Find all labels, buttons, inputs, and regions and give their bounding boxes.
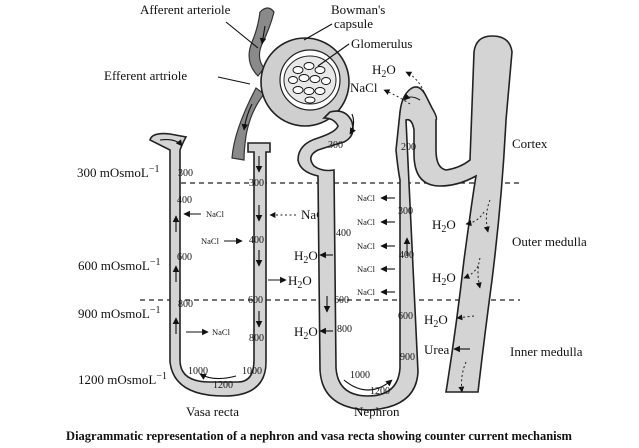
figure-caption: Diagrammatic representation of a nephron…: [66, 429, 572, 443]
vasa-value: 300: [178, 168, 193, 179]
nacl-transport-group: NaCl NaCl NaCl NaCl NaCl: [357, 193, 395, 297]
vasa-value: 800: [249, 333, 264, 344]
vasa-value: 600: [248, 295, 263, 306]
glomerulus-label: Glomerulus: [351, 36, 412, 51]
urea-label: Urea: [424, 342, 449, 357]
nephron-value: 900: [400, 352, 415, 363]
efferent-arteriole-label: Efferent artriole: [104, 68, 187, 83]
nephron-label: Nephron: [354, 404, 400, 419]
nephron-value: 1200: [370, 386, 390, 397]
h2o-label: H2O: [294, 248, 318, 266]
nephron-value: 300: [398, 206, 413, 217]
bowmans-capsule-label-2: capsule: [334, 16, 373, 31]
nephron-value: 1000: [350, 370, 370, 381]
nephron-value: 400: [399, 250, 414, 261]
nephron-value: 400: [336, 228, 351, 239]
h2o-label: H2O: [432, 217, 456, 235]
nacl-label: NaCl: [206, 209, 225, 219]
svg-text:NaCl: NaCl: [357, 264, 376, 274]
nacl-label: NaCl: [350, 80, 378, 95]
vasa-recta-tube: [149, 132, 271, 397]
osmolarity-300: 300 mOsmoL−1: [77, 164, 160, 180]
osmolarity-600: 600 mOsmoL−1: [78, 257, 161, 273]
vasa-value: 1000: [242, 366, 262, 377]
nephron-value: 800: [337, 324, 352, 335]
osmolarity-1200: 1200 mOsmoL−1: [78, 371, 167, 387]
nephron-value: 300: [328, 140, 343, 151]
outer-medulla-label: Outer medulla: [512, 234, 587, 249]
h2o-label: H2O: [432, 270, 456, 288]
vasa-value: 1000: [188, 366, 208, 377]
vasa-value: 600: [177, 252, 192, 263]
inner-medulla-label: Inner medulla: [510, 344, 583, 359]
h2o-label: H2O: [294, 324, 318, 342]
nacl-label: NaCl: [212, 327, 231, 337]
svg-text:NaCl: NaCl: [357, 193, 376, 203]
vasa-value: 1200: [213, 380, 233, 391]
h2o-label: H2O: [372, 62, 396, 80]
vasa-value: 400: [249, 235, 264, 246]
afferent-arteriole-label: Afferent arteriole: [140, 2, 231, 17]
h2o-label: H2O: [288, 273, 312, 291]
vasa-recta-label: Vasa recta: [186, 404, 239, 419]
cortex-label: Cortex: [512, 136, 548, 151]
svg-text:NaCl: NaCl: [357, 241, 376, 251]
nephron-value: 200: [401, 142, 416, 153]
vasa-value: 800: [178, 299, 193, 310]
osmolarity-900: 900 mOsmoL−1: [78, 305, 161, 321]
vasa-value: 300: [249, 178, 264, 189]
nephron-value: 600: [334, 295, 349, 306]
svg-text:NaCl: NaCl: [357, 217, 376, 227]
glomerulus: [283, 55, 337, 105]
h2o-label: H2O: [424, 312, 448, 330]
vasa-value: 400: [177, 195, 192, 206]
nacl-label: NaCl: [201, 236, 220, 246]
svg-text:NaCl: NaCl: [357, 287, 376, 297]
nephron-value: 600: [398, 311, 413, 322]
bowmans-capsule-label-1: Bowman's: [331, 2, 385, 17]
